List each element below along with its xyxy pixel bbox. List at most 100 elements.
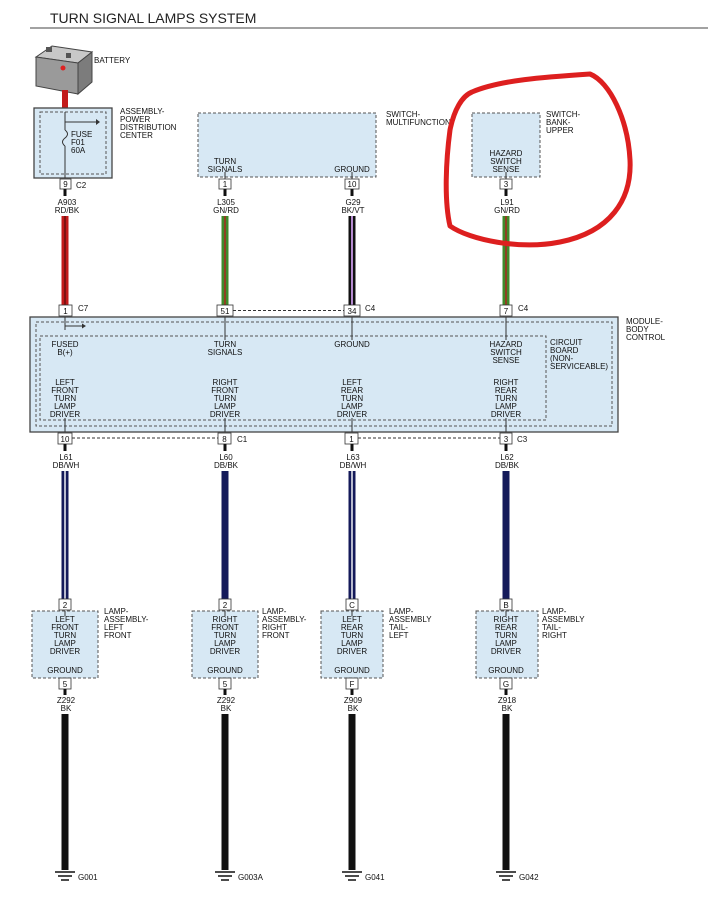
bcm-lr-2: REAR [341, 386, 363, 395]
l63-wire-color: DB/WH [340, 461, 367, 470]
lamp-lr-text-5: DRIVER [337, 647, 367, 656]
ground-g003a-icon [215, 871, 235, 881]
mf-ground: GROUND [334, 165, 370, 174]
bcm-lf-3: TURN [54, 394, 76, 403]
lamp-rr-text-1: RIGHT [494, 615, 519, 624]
bcm-lr-3: TURN [341, 394, 363, 403]
multifunction-label-2: MULTIFUNCTION [386, 118, 451, 127]
ground-g041-label: G041 [365, 873, 385, 882]
lamp-lf-pin-out-number: 5 [63, 680, 68, 689]
bcm-pin-ground-number: 34 [348, 307, 357, 316]
lamp-rr-pin-in [499, 598, 513, 611]
bank-text-1: HAZARD [490, 149, 523, 158]
l61-wire-id: L61 [59, 453, 73, 462]
lamp-lf-text-5: DRIVER [50, 647, 80, 656]
bcm-rf-1: RIGHT [213, 378, 238, 387]
l61-wire-color: DB/WH [53, 461, 80, 470]
lamp-rf-text-2: FRONT [211, 623, 239, 632]
bcm-lf-2: FRONT [51, 386, 79, 395]
lamp-rf-label-2: ASSEMBLY- [262, 615, 307, 624]
lamp-lf-wire-id: Z292 [57, 696, 76, 705]
lamp-lf-text-1: LEFT [55, 615, 75, 624]
bcm-turn-2: SIGNALS [208, 348, 243, 357]
bcm-rr-4: LAMP [495, 402, 517, 411]
fuse-rating: 60A [71, 146, 86, 155]
bcm-lf-1: LEFT [55, 378, 75, 387]
lamp-lr-wire-id: Z909 [344, 696, 363, 705]
battery-label: BATTERY [94, 56, 131, 65]
power-distribution-center [33, 107, 113, 179]
mf-turn-signals-1: TURN [214, 157, 236, 166]
pdc-label-3: DISTRIBUTION [120, 123, 177, 132]
fuse-number: F01 [71, 138, 85, 147]
lamp-lf-label-1: LAMP- [104, 607, 129, 616]
g29-wire-id: G29 [345, 198, 361, 207]
lamp-rr-label-4: RIGHT [542, 631, 567, 640]
lamp-lr-label-2: ASSEMBLY [389, 615, 432, 624]
bcm-ground: GROUND [334, 340, 370, 349]
lamp-lr-text-4: LAMP [341, 639, 363, 648]
pdc-pin-number: 9 [63, 180, 68, 189]
board-label-2: BOARD [550, 346, 579, 355]
bcm-pin-hazard-number: 7 [504, 307, 509, 316]
bcm-rf-3: TURN [214, 394, 236, 403]
switch-bank-upper [471, 112, 541, 178]
l63-wire-id: L63 [346, 453, 360, 462]
lamp-rf-pin-out-number: 5 [223, 680, 228, 689]
ground-g001-label: G001 [78, 873, 98, 882]
bcm-lr-5: DRIVER [337, 410, 367, 419]
bcm-pin-turn-number: 51 [221, 307, 230, 316]
bcm-rf-2: FRONT [211, 386, 239, 395]
lamp-lr-label-1: LAMP- [389, 607, 414, 616]
lamp-rr-wire-id: Z918 [498, 696, 517, 705]
bank-label-1: SWITCH- [546, 110, 581, 119]
lamp-lf-pin-in [58, 598, 72, 611]
bcm-turn-1: TURN [214, 340, 236, 349]
lamp-lr-label-3: TAIL- [389, 623, 408, 632]
bank-text-3: SENSE [492, 165, 519, 174]
lamp-rf-label-4: FRONT [262, 631, 290, 640]
pdc-label-1: ASSEMBLY- [120, 107, 165, 116]
bcm-hazard-2: SWITCH [490, 348, 522, 357]
lamp-rr-text-4: LAMP [495, 639, 517, 648]
lamp-lr-label-4: LEFT [389, 631, 409, 640]
bcm-fused-2: B(+) [57, 348, 73, 357]
bcm-fused-1: FUSED [51, 340, 78, 349]
mf-turn-signals-2: SIGNALS [208, 165, 243, 174]
lamp-rf-wire-color: BK [221, 704, 232, 713]
mf-turn-pin-number: 1 [223, 180, 228, 189]
bcm-rr-2: REAR [495, 386, 517, 395]
mf-ground-pin-number: 10 [348, 180, 357, 189]
bcm-connector-c3: C3 [517, 435, 528, 444]
bcm-pin-ground [343, 304, 361, 317]
ground-g001-icon [55, 871, 75, 881]
bcm-pin-lf-number: 10 [61, 435, 70, 444]
lamp-lr-text-3: TURN [341, 631, 363, 640]
lamp-rf-text-5: DRIVER [210, 647, 240, 656]
board-label-4: SERVICEABLE) [550, 362, 608, 371]
bcm-pin-rr-number: 3 [504, 435, 509, 444]
lamp-rr-label-3: TAIL- [542, 623, 561, 632]
lamp-lr-pin-in [345, 598, 359, 611]
bcm-pin-lr-number: 1 [349, 435, 354, 444]
battery-icon [34, 45, 94, 96]
lamp-lf-ground: GROUND [47, 666, 83, 675]
ground-g003a-label: G003A [238, 873, 264, 882]
lamp-rf-text-1: RIGHT [213, 615, 238, 624]
l305-wire-id: L305 [217, 198, 235, 207]
lamp-lr-text-1: LEFT [342, 615, 362, 624]
bank-text-2: SWITCH [490, 157, 522, 166]
bcm-rr-5: DRIVER [491, 410, 521, 419]
diagram-title: TURN SIGNAL LAMPS SYSTEM [50, 10, 256, 26]
lamp-lr-ground: GROUND [334, 666, 370, 675]
lamp-lr-pin-out-number: F [350, 680, 355, 689]
bcm-connector-c4: C4 [365, 304, 376, 313]
bcm-lf-4: LAMP [54, 402, 76, 411]
lamp-rf-ground: GROUND [207, 666, 243, 675]
lamp-rr-ground: GROUND [488, 666, 524, 675]
lamp-rf-text-4: LAMP [214, 639, 236, 648]
pdc-connector: C2 [76, 181, 87, 190]
multifunction-switch [197, 112, 377, 178]
lamp-lf-text-3: TURN [54, 631, 76, 640]
